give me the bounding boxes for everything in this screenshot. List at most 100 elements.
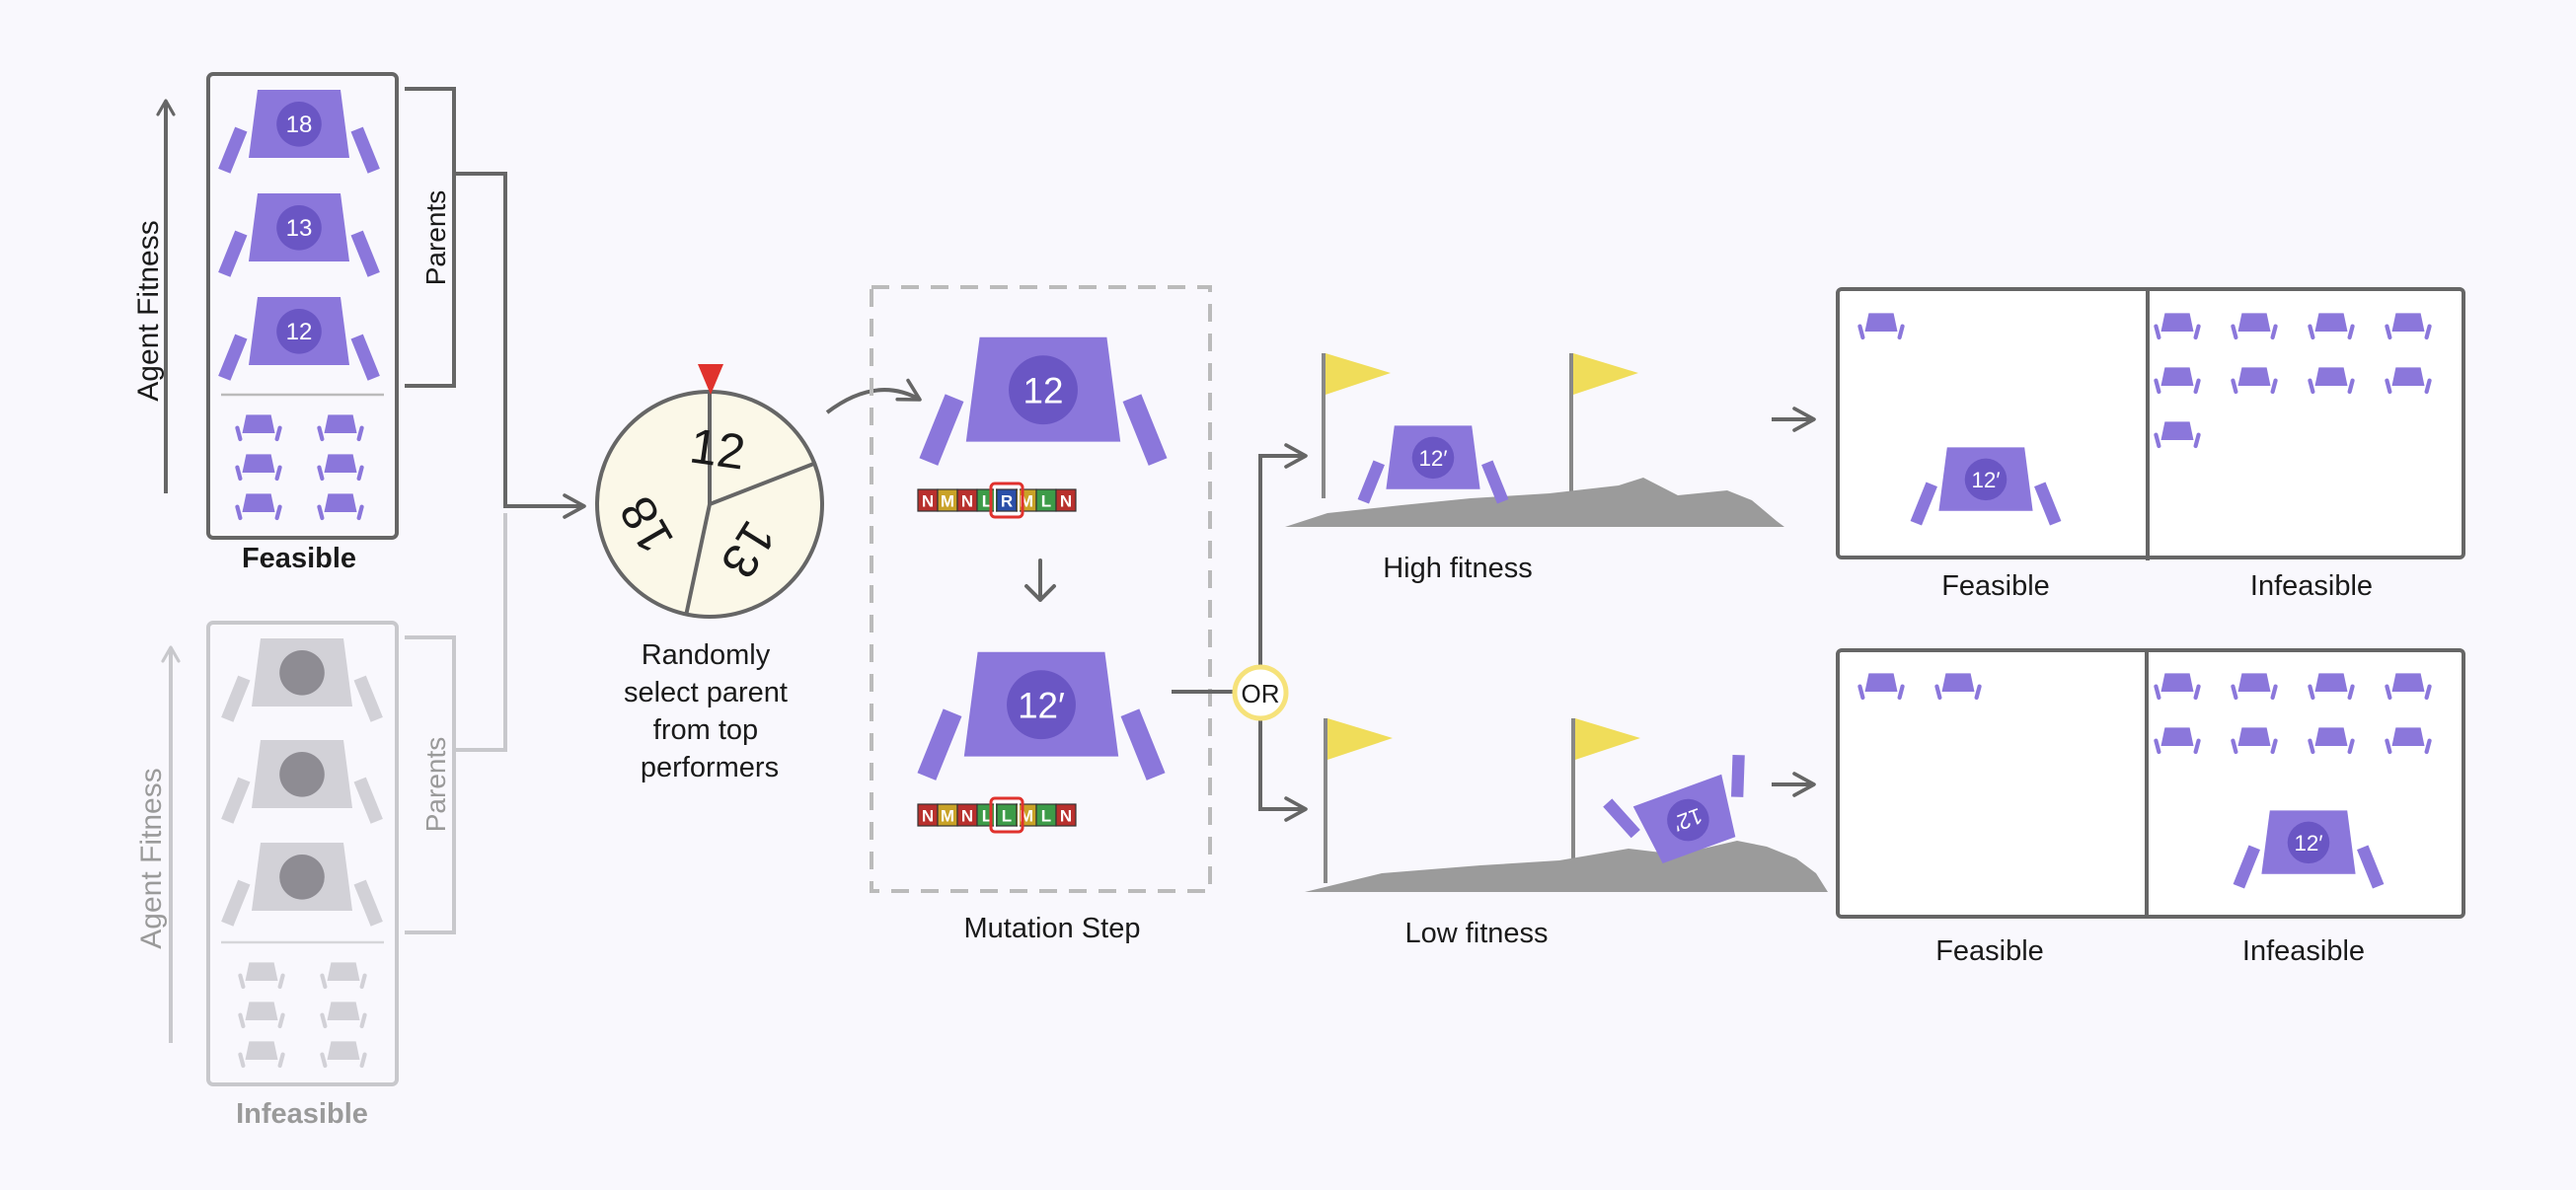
mini-agent-leg: [235, 504, 243, 521]
gene-cell: L: [996, 803, 1018, 827]
mini-agent-body: [327, 1041, 360, 1060]
infeasible-parents-label: Parents: [420, 737, 451, 833]
gene-cell: N: [956, 488, 978, 512]
gene-box: [1055, 488, 1077, 512]
mutation-caption: Mutation Step: [964, 913, 1141, 944]
infeasible-mini-agents: [238, 962, 367, 1069]
agent-leg: [1122, 394, 1168, 466]
branch-down-arrow: [1258, 710, 1308, 822]
population-agent: 18: [218, 90, 380, 174]
mini-agent-body: [245, 962, 278, 981]
mini-agent-body: [324, 414, 357, 433]
mini-agent-leg: [2385, 738, 2392, 755]
mini-agent-leg: [238, 1052, 246, 1069]
mini-agent: [320, 1002, 367, 1029]
wheel-divider: [684, 503, 712, 617]
mini-agent-leg: [2385, 324, 2392, 340]
mini-agent-leg: [2424, 378, 2432, 395]
agent-badge-label: 12: [286, 319, 313, 345]
mini-agent-leg: [317, 504, 325, 521]
mutation-down-arrow: [1024, 558, 1056, 602]
mini-agent-leg: [356, 425, 364, 442]
mini-agent: [238, 1041, 285, 1069]
high-archive-agents: 12′: [1857, 313, 2432, 526]
mini-agent: [2308, 313, 2355, 340]
agent-leg: [917, 708, 962, 781]
mini-agent-leg: [317, 465, 325, 482]
gene-letter: L: [1041, 807, 1051, 826]
infeasible-parents-bracket: [405, 635, 456, 934]
mini-agent-body: [2314, 673, 2348, 692]
or-branch: OR: [1172, 443, 1308, 822]
mutated-gene-highlight: [989, 796, 1024, 834]
agent-badge: [1007, 670, 1076, 740]
mini-agent-body: [2391, 727, 2425, 746]
low-fitness-flags: [1324, 718, 1640, 883]
goal-flag: [1322, 353, 1391, 498]
agent-badge-label: 13: [286, 215, 313, 242]
archived-agent: 12′: [1910, 447, 2062, 526]
infeasible-population-box: [206, 621, 399, 1086]
mini-agent-leg: [317, 425, 325, 442]
low-feasible-label: Feasible: [1935, 935, 2044, 967]
agent-leg: [221, 777, 251, 824]
mini-agent: [317, 454, 364, 482]
infeasible-population-caption: Infeasible: [236, 1098, 368, 1130]
selection-caption-line: select parent: [624, 677, 788, 708]
gene-letter: R: [1001, 492, 1013, 511]
mini-agent-leg: [2154, 432, 2161, 449]
mini-agent-leg: [2347, 324, 2355, 340]
low-archive-agents: 12′: [1857, 673, 2432, 889]
feasible-agents: 18 13 12: [218, 90, 380, 381]
mini-agent-body: [245, 1041, 278, 1060]
mini-agent-leg: [359, 1012, 367, 1029]
mini-agent: [2154, 313, 2201, 340]
mini-agent: [2385, 313, 2432, 340]
mini-agent: [2154, 673, 2201, 701]
gene-letter: L: [1041, 492, 1051, 511]
agent-leg: [1357, 460, 1385, 504]
gene-letter: M: [941, 807, 954, 826]
mini-agent: [238, 962, 285, 990]
high-archive-box: [1836, 287, 2465, 559]
mini-agent-leg: [2347, 684, 2355, 701]
agent-badge: [279, 752, 325, 797]
agent-badge-label: 12′: [1971, 468, 2000, 492]
mini-agent-body: [2391, 673, 2425, 692]
high-infeasible-label: Infeasible: [2250, 570, 2373, 602]
flag-cloth: [1573, 353, 1638, 395]
mini-agent-leg: [238, 973, 246, 990]
gene-letter: N: [1060, 807, 1072, 826]
gene-cell: N: [1055, 488, 1077, 512]
flag-cloth: [1327, 718, 1393, 760]
mini-agent-leg: [359, 973, 367, 990]
mini-agent-leg: [2154, 378, 2161, 395]
mini-agent-body: [2314, 313, 2348, 332]
agent-leg: [1481, 460, 1509, 504]
agent-leg: [350, 126, 380, 174]
mini-agent: [2385, 727, 2432, 755]
gene-letter: L: [982, 807, 992, 826]
mini-agent: [320, 1041, 367, 1069]
population-agent: 12: [218, 297, 380, 381]
mini-agent-leg: [2193, 684, 2201, 701]
mini-agent-leg: [2385, 378, 2392, 395]
mini-agent-body: [242, 454, 275, 473]
gene-cell: M: [937, 488, 958, 512]
mini-agent-leg: [2308, 324, 2315, 340]
goal-flag: [1571, 718, 1640, 858]
goal-flag: [1324, 718, 1393, 883]
low-infeasible-label: Infeasible: [2242, 935, 2365, 967]
archived-agent: 12′: [2233, 810, 2385, 889]
agent-badge: [276, 309, 322, 354]
agent-badge: [1009, 355, 1078, 425]
mutation-parent-agent: 12: [919, 336, 1168, 466]
parents-label: Parents: [420, 190, 451, 286]
selection-caption-line: performers: [641, 752, 779, 783]
parent-agent: 12: [919, 336, 1168, 466]
mini-agent: [317, 493, 364, 521]
mini-agent-leg: [274, 425, 282, 442]
mini-agent-leg: [235, 425, 243, 442]
mini-agent: [2154, 727, 2201, 755]
mini-agent-body: [245, 1002, 278, 1020]
